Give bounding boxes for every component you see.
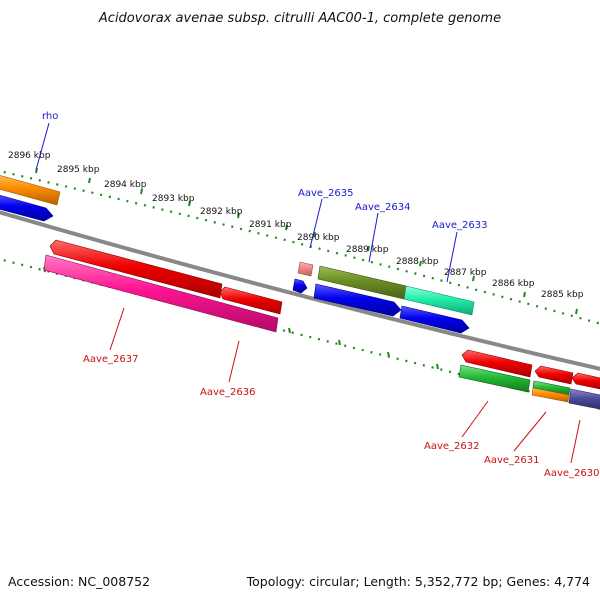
accession-text: Accession: NC_008752	[8, 574, 150, 589]
gene-label-aave-2633[interactable]: Aave_2633	[432, 220, 488, 231]
tick-label: 2890 kbp	[297, 233, 340, 243]
gene-bar[interactable]	[292, 278, 308, 294]
gene-bar[interactable]	[313, 283, 402, 317]
tick-label: 2887 kbp	[444, 268, 487, 278]
gene-bar[interactable]	[399, 305, 470, 334]
gene-bar-aave-2636[interactable]	[219, 286, 283, 315]
tick-label: 2892 kbp	[200, 207, 243, 217]
tick-label: 2888 kbp	[396, 257, 439, 267]
gene-bar[interactable]	[534, 365, 574, 385]
gene-label-aave-2636[interactable]: Aave_2636	[200, 387, 256, 398]
leader-lines-bottom	[109, 307, 581, 464]
gene-label-aave-2630[interactable]: Aave_2630	[544, 468, 600, 479]
gene-label-aave-2634[interactable]: Aave_2634	[355, 202, 411, 213]
gene-bar[interactable]	[571, 372, 600, 390]
gene-label-aave-2632[interactable]: Aave_2632	[424, 441, 480, 452]
gene-bar-aave-2637[interactable]	[43, 254, 279, 333]
scale-ring-upper	[0, 170, 600, 325]
gene-bar-aave-2630[interactable]	[568, 388, 600, 410]
gene-bar-aave-2632[interactable]	[458, 364, 531, 393]
tick-label: 2893 kbp	[152, 194, 195, 204]
gene-bar[interactable]	[461, 349, 533, 378]
gene-bar-aave-2633[interactable]	[403, 285, 475, 316]
tick-label: 2896 kbp	[8, 151, 51, 161]
genome-backbone	[0, 210, 600, 371]
gene-bar[interactable]	[49, 239, 223, 299]
gene-label-aave-2631[interactable]: Aave_2631	[484, 455, 540, 466]
genome-summary: Topology: circular; Length: 5,352,772 bp…	[246, 574, 590, 589]
tick-label: 2891 kbp	[249, 220, 292, 230]
gene-bar[interactable]	[0, 174, 61, 206]
tick-label: 2886 kbp	[492, 279, 535, 289]
tick-label: 2889 kbp	[346, 245, 389, 255]
gene-bar-aave-2635[interactable]	[297, 261, 314, 277]
tick-label: 2894 kbp	[104, 180, 147, 190]
tick-labels: 2896 kbp 2895 kbp 2894 kbp 2893 kbp 2892…	[8, 151, 584, 300]
gene-label-aave-2635[interactable]: Aave_2635	[298, 188, 354, 199]
gene-bar-aave-2631[interactable]	[531, 387, 570, 403]
gene-bar-rho[interactable]	[0, 194, 54, 222]
tick-label: 2895 kbp	[57, 165, 100, 175]
map-title: Acidovorax avenae subsp. citrulli AAC00-…	[98, 11, 501, 26]
gene-label-aave-2637[interactable]: Aave_2637	[83, 354, 139, 365]
gene-label-rho[interactable]: rho	[42, 111, 58, 122]
tick-label: 2885 kbp	[541, 290, 584, 300]
leader-lines-top	[35, 122, 458, 283]
